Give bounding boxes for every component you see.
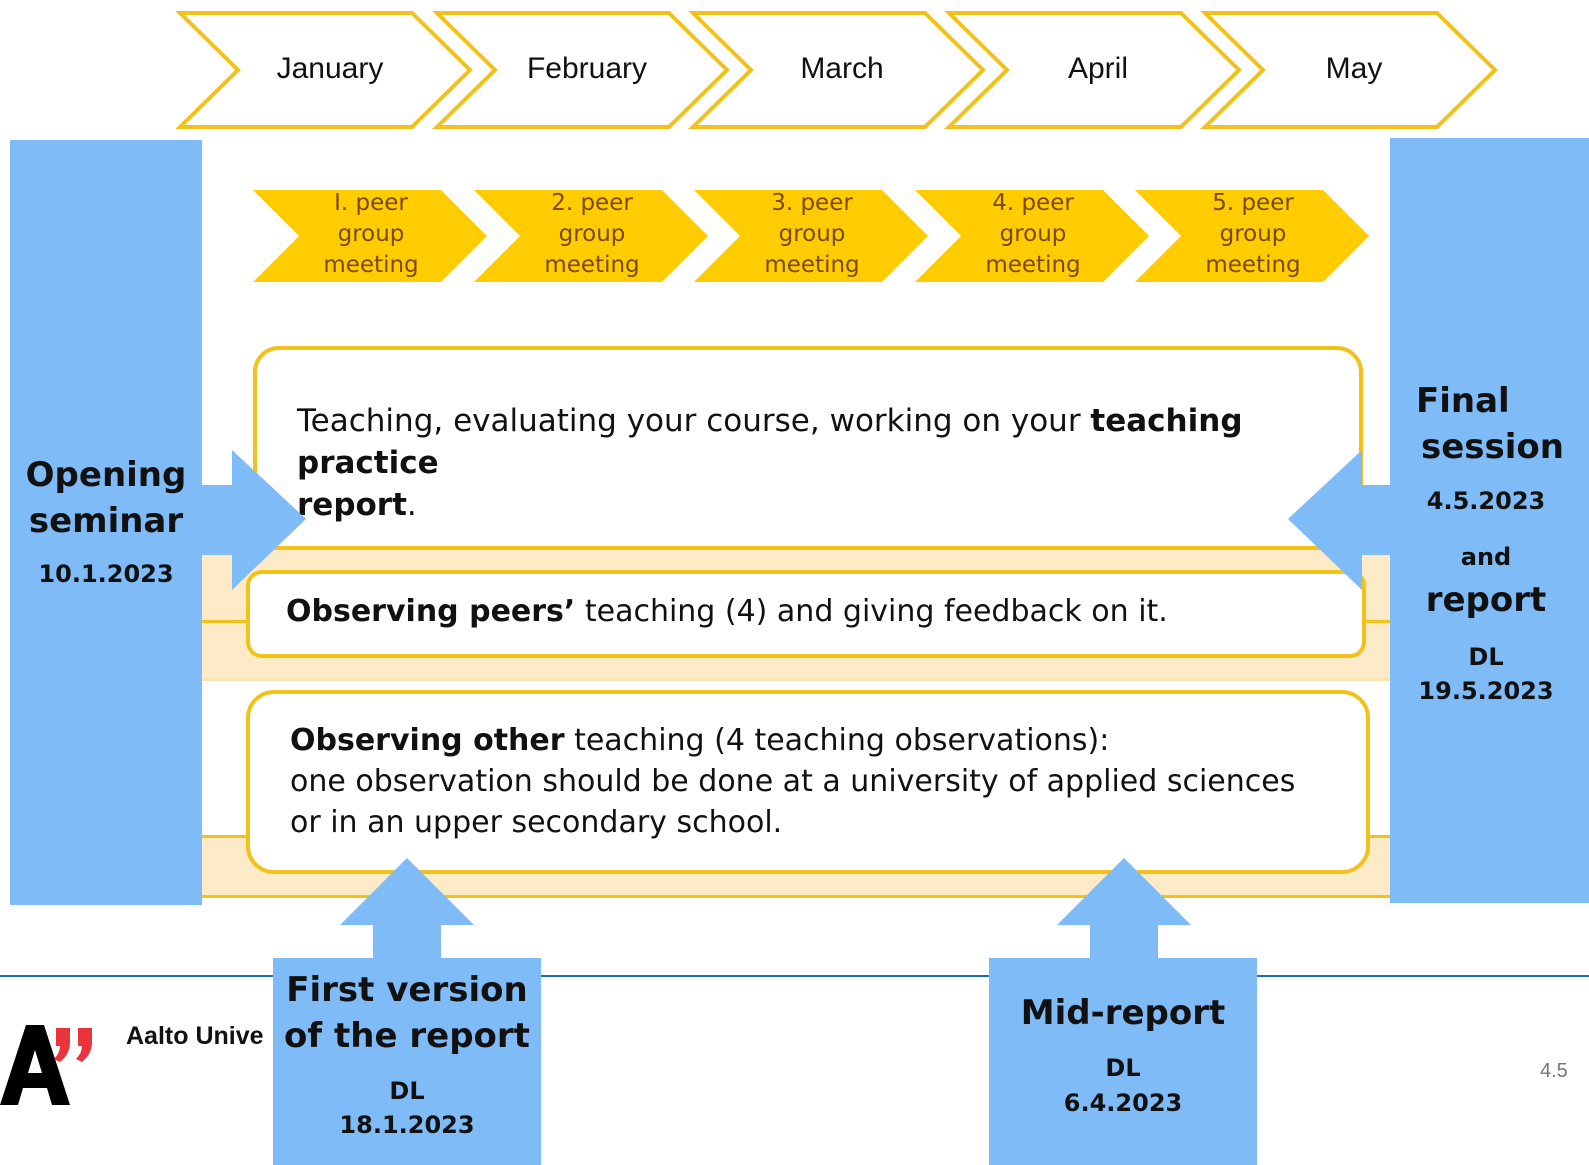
month-chevron-february [432,11,730,129]
mid-report-arrow [1057,858,1191,960]
mid-report-panel [989,958,1257,1165]
final-session-date: 4.5.2023 [1426,487,1546,515]
peer-meetings [253,190,1369,282]
month-april: April [1067,52,1128,85]
teaching-box [253,346,1363,550]
peer-chevron-2 [474,190,708,282]
first-version-dl: DL [389,1077,425,1105]
divider-line [200,895,1400,898]
opening-arrow [202,450,306,590]
peer-chevron-1 [253,190,487,282]
final-session-panel [1390,138,1589,903]
peers-box [246,570,1366,658]
month-chevron-may [1200,11,1498,129]
first-version-arrow [340,858,474,960]
peers-box-text: Observing peers’ teaching (4) and giving… [286,594,1168,629]
other-box [246,690,1370,874]
teaching-box-text: Teaching, evaluating your course, workin… [297,403,1243,523]
org-name: Aalto Unive [126,1022,264,1050]
peer-chevron-3 [694,190,928,282]
aalto-logo-icon [0,1025,92,1105]
footer-line [0,975,1589,977]
mid-report-date: 6.4.2023 [1063,1089,1183,1117]
first-version-date: 18.1.2023 [339,1111,475,1139]
opening-seminar-panel [10,140,202,905]
month-january: January [276,52,384,85]
final-dl: DL [1468,643,1504,671]
month-chevron-april [944,11,1242,129]
month-may: May [1325,52,1383,85]
month-march: March [800,52,884,85]
final-dl-date: 19.5.2023 [1418,677,1554,705]
first-version-panel [273,958,541,1165]
month-chevron-january [175,11,473,129]
other-box-text: Observing other teaching (4 teaching obs… [290,723,1296,840]
divider-line [200,678,1400,681]
final-and: and [1460,543,1512,571]
mid-report-dl: DL [1105,1054,1141,1082]
page-number: 4.5 [1540,1060,1568,1082]
final-arrow [1288,450,1390,590]
month-chevron-march [688,11,986,129]
mid-report-title: Mid-report [1020,993,1226,1033]
peer-chevron-5 [1135,190,1369,282]
month-february: February [526,52,648,85]
month-timeline [175,11,1498,129]
opening-seminar-date: 10.1.2023 [38,560,174,588]
peer-chevron-4 [915,190,1149,282]
final-report: report [1425,580,1547,620]
